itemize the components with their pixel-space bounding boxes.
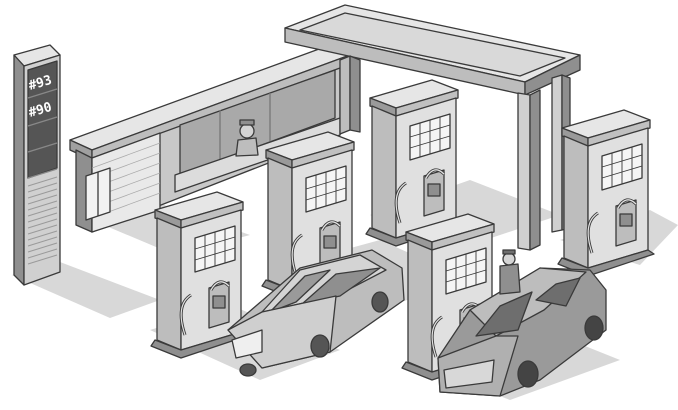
sign-slats	[27, 176, 58, 265]
sedan	[227, 249, 405, 377]
price-sign: #93 #90	[13, 44, 61, 286]
attendant	[235, 119, 259, 157]
attendant-2	[499, 249, 521, 295]
sign-price-2: #90	[27, 100, 54, 121]
minivan	[437, 267, 607, 397]
sign-price-1: #93	[27, 73, 54, 94]
station-building	[69, 44, 351, 233]
fuel-pump	[556, 108, 656, 278]
